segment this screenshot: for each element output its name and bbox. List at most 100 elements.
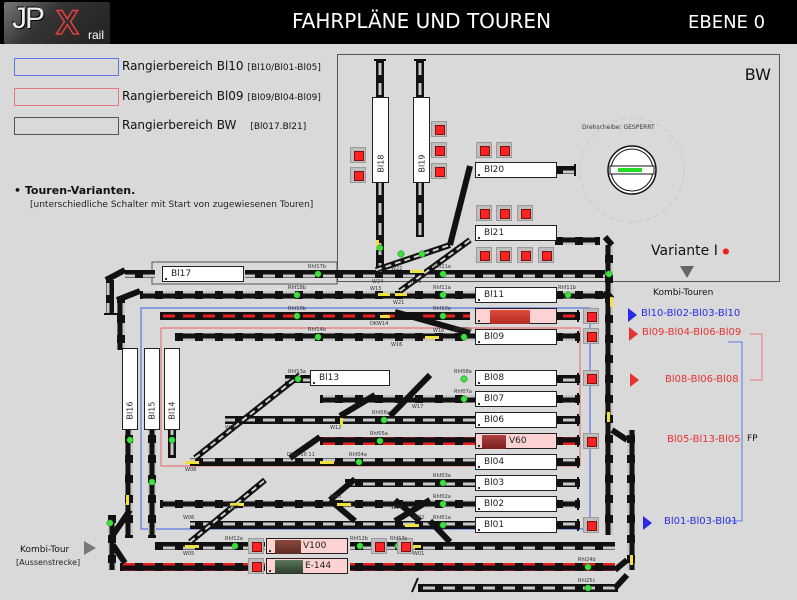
block-bl17[interactable]: Bl17	[162, 266, 244, 282]
route-button[interactable]	[496, 205, 512, 221]
tours-title: Touren-Varianten.	[24, 184, 136, 197]
route-bl05-bl13-bl05[interactable]: Bl05-Bl13-Bl05	[667, 434, 741, 445]
legend-swatch-bw	[14, 117, 119, 135]
block-bl08[interactable]: Bl08	[475, 370, 557, 386]
route-button[interactable]	[431, 121, 447, 137]
turnout-label: W24	[372, 279, 384, 285]
block-label: Bl19	[417, 154, 426, 173]
tours-heading: • Touren-Varianten.	[14, 184, 136, 197]
signal-label: Rhf21a	[433, 264, 451, 270]
block-label: Bl03	[484, 478, 505, 488]
header-bar: JP X rail FAHRPLÄNE UND TOUREN EBENE 0	[0, 0, 797, 44]
signal-label: Rhf10b	[288, 306, 306, 312]
route-button[interactable]	[538, 247, 554, 263]
play-icon[interactable]	[628, 308, 637, 322]
block-bl04[interactable]: Bl04	[475, 454, 557, 470]
legend-label: Rangierbereich Bl10	[122, 59, 244, 73]
block-bl06[interactable]: Bl06	[475, 412, 557, 428]
block-label: Bl02	[484, 499, 505, 509]
logo: JP X rail	[4, 2, 110, 44]
route-button[interactable]	[517, 205, 533, 221]
block-bl01[interactable]: Bl01	[475, 517, 557, 533]
combi-tours-title: Kombi-Touren	[653, 288, 714, 298]
signal-label: Rhf18b	[288, 285, 306, 291]
route-button[interactable]	[496, 142, 512, 158]
block-bl13[interactable]: Bl13	[310, 370, 390, 386]
route-button[interactable]	[476, 205, 492, 221]
route-button[interactable]	[397, 538, 413, 554]
route-button[interactable]	[431, 163, 447, 179]
legend-label: Rangierbereich BW	[122, 118, 237, 132]
block-bl15[interactable]: Bl15	[144, 348, 160, 430]
signal-label: Rhf01a	[433, 515, 451, 521]
route-button[interactable]	[583, 328, 599, 344]
block-bl20[interactable]: Bl20	[475, 162, 557, 178]
route-button[interactable]	[517, 247, 533, 263]
block-bl16[interactable]: Bl16	[122, 348, 138, 430]
block-bl24[interactable]: E-144	[266, 558, 348, 574]
legend-label: Rangierbereich Bl09	[122, 89, 244, 103]
variant-down-arrow-icon[interactable]	[680, 266, 694, 278]
block-label: Bl11	[484, 290, 505, 300]
block-label: Bl17	[171, 269, 192, 279]
route-button[interactable]	[583, 433, 599, 449]
tours-subtitle: [unterschiedliche Schalter mit Start von…	[30, 200, 314, 210]
turnout-label: W01	[413, 551, 425, 557]
route-button[interactable]	[350, 167, 366, 183]
route-bl01-bl03-bl01[interactable]: Bl01-Bl03-Bl01	[664, 516, 738, 527]
route-button[interactable]	[476, 142, 492, 158]
block-bl07[interactable]: Bl07	[475, 391, 557, 407]
route-button[interactable]	[248, 538, 264, 554]
block-bl18[interactable]: Bl18	[372, 97, 389, 183]
block-label: V100	[303, 541, 327, 551]
legend-sub: [Bl017.Bl21]	[250, 122, 307, 132]
route-button[interactable]	[476, 247, 492, 263]
block-bl09[interactable]: Bl09	[475, 329, 557, 345]
block-bl03[interactable]: Bl03	[475, 475, 557, 491]
block-bl14[interactable]: Bl14	[164, 348, 180, 430]
signal-label: Rhf02a	[433, 494, 451, 500]
route-button[interactable]	[248, 558, 264, 574]
signal-label: Rhf06a	[372, 410, 390, 416]
block-label: Bl08	[484, 373, 505, 383]
block-bl02[interactable]: Bl02	[475, 496, 557, 512]
route-button[interactable]	[583, 517, 599, 533]
play-icon[interactable]	[643, 516, 652, 530]
route-bl09-bl04-bl06-bl09[interactable]: Bl09-Bl04-Bl06-Bl09	[642, 327, 742, 338]
turnout-label: W05	[183, 551, 195, 557]
play-icon[interactable]	[629, 327, 638, 341]
logo-rail: rail	[88, 28, 105, 42]
play-icon[interactable]	[84, 541, 96, 555]
signal-label: Rhf12b	[350, 536, 368, 542]
block-bl21[interactable]: Bl21	[475, 225, 557, 241]
block-bl12[interactable]: V100	[266, 538, 348, 554]
turnout-markers	[126, 240, 633, 565]
route-bl10-bl02-bl03-bl10[interactable]: Bl10-Bl02-Bl03-Bl10	[641, 308, 741, 319]
route-button[interactable]	[371, 538, 387, 554]
route-button[interactable]	[431, 142, 447, 158]
turnout-label: W07	[227, 505, 239, 511]
route-button[interactable]	[583, 370, 599, 386]
turnout-label: DKW14	[370, 321, 389, 327]
play-icon[interactable]	[630, 373, 639, 387]
turnout-label: W13	[370, 286, 382, 292]
block-label: Bl21	[484, 228, 505, 238]
block-bl10[interactable]	[475, 308, 557, 324]
combi-tour-outer-title: Kombi-Tour	[20, 545, 70, 555]
legend-sub: [Bl10/Bl01-Bl05]	[247, 63, 321, 73]
route-button[interactable]	[583, 308, 599, 324]
block-label: Bl20	[484, 165, 505, 175]
signal-label: Rhf13c	[390, 536, 408, 542]
signal-label: Rhf11b	[558, 285, 576, 291]
block-bl11[interactable]: Bl11	[475, 287, 557, 303]
tracks-horizontal	[120, 166, 618, 592]
page-title: FAHRPLÄNE UND TOUREN	[292, 9, 552, 33]
block-bl19[interactable]: Bl19	[413, 97, 430, 183]
signal-label: RhI25c	[578, 578, 596, 584]
route-bl08-bl06-bl08[interactable]: Bl08-Bl06-Bl08	[665, 374, 739, 385]
block-label: Bl04	[484, 457, 505, 467]
route-button[interactable]	[350, 147, 366, 163]
turnout-label: W02	[413, 515, 425, 521]
block-bl05[interactable]: V60	[475, 433, 557, 449]
route-button[interactable]	[496, 247, 512, 263]
